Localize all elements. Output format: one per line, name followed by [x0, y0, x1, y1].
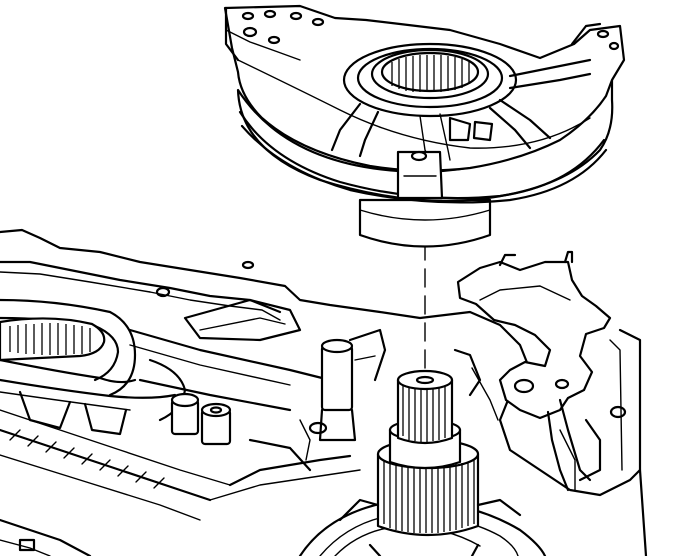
- output-shaft-splined-hub: [338, 369, 522, 556]
- upper-pump-housing: [223, 4, 626, 248]
- transmission-case: [0, 228, 648, 556]
- left-gear-assembly: [0, 298, 232, 446]
- case-bosses: [248, 328, 387, 472]
- bracket-plate: [453, 250, 612, 492]
